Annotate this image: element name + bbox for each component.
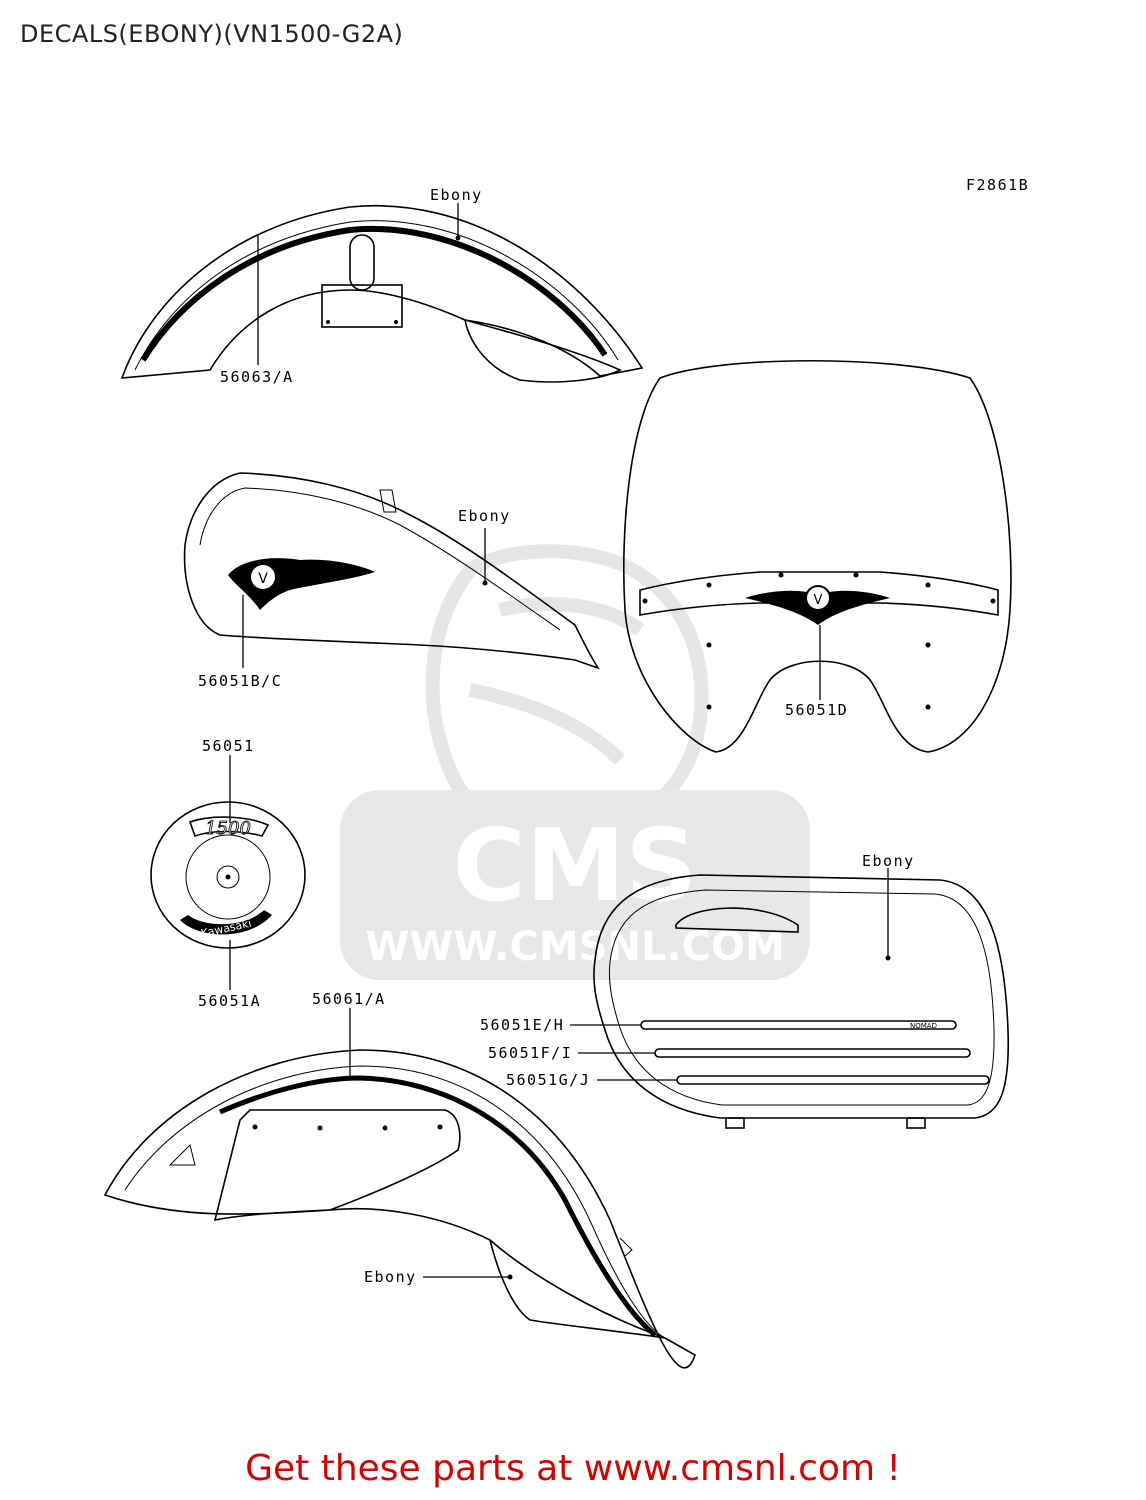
figure-code: F2861B (966, 176, 1029, 194)
label-tank-color: Ebony (458, 507, 511, 525)
label-rear-fender-color: Ebony (364, 1268, 417, 1286)
watermark-brand: CMS (453, 807, 698, 924)
watermark-url: WWW.CMSNL.COM (365, 924, 785, 970)
rear-fender (103, 1008, 696, 1369)
label-saddlebag-stripe-1: 56051E/H (480, 1016, 564, 1034)
page-title: DECALS(EBONY)(VN1500-G2A) (20, 20, 404, 48)
label-saddlebag-stripe-3: 56051G/J (506, 1071, 590, 1089)
label-saddlebag-stripe-2: 56051F/I (488, 1044, 572, 1062)
svg-text:V: V (258, 571, 268, 587)
cover-number-decal: 1500 (205, 818, 251, 839)
footer-cta-link[interactable]: Get these parts at www.cmsnl.com ! (245, 1448, 901, 1489)
label-front-fender-color: Ebony (430, 186, 483, 204)
cover-brand-decal: Kawasaki (200, 917, 253, 940)
label-cover-bottom: 56051A (198, 992, 261, 1010)
label-rear-fender-stripe: 56061/A (312, 990, 386, 1008)
label-tank-emblem: 56051B/C (198, 672, 282, 690)
svg-text:V: V (814, 593, 823, 608)
round-cover: 1500 Kawasaki (150, 755, 306, 990)
label-saddlebag-color: Ebony (862, 852, 915, 870)
label-windshield-emblem: 56051D (785, 701, 848, 719)
fuel-tank: V (183, 472, 600, 670)
front-fender (120, 203, 644, 383)
saddlebag-badge: NOMAD (910, 1022, 937, 1030)
windshield: V (623, 359, 1012, 753)
label-front-fender-stripe: 56063/A (220, 368, 294, 386)
cms-watermark: CMS WWW.CMSNL.COM (340, 544, 810, 980)
label-cover-top: 56051 (202, 737, 255, 755)
saddlebag: NOMAD (570, 868, 1010, 1129)
